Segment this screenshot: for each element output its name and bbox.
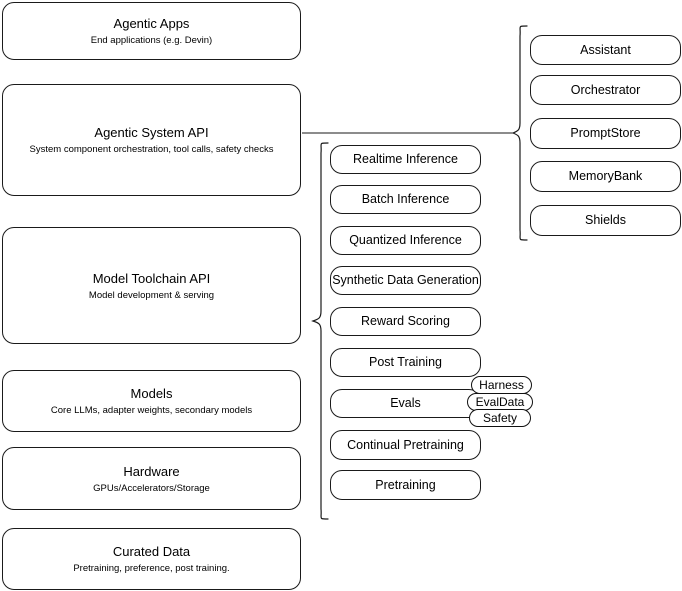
toolchain-box-pretraining[interactable]: Pretraining xyxy=(330,470,481,500)
component-label: Assistant xyxy=(580,42,631,57)
layer-title: Agentic System API xyxy=(94,125,209,140)
toolchain-box-batch-inference[interactable]: Batch Inference xyxy=(330,185,481,214)
component-box-assistant[interactable]: Assistant xyxy=(530,35,681,65)
connector-agentic-system-to-components xyxy=(300,125,516,143)
layer-subtitle: System component orchestration, tool cal… xyxy=(29,144,274,155)
layer-box-curated-data[interactable]: Curated Data Pretraining, preference, po… xyxy=(2,528,301,590)
layer-title: Model Toolchain API xyxy=(92,270,211,286)
toolchain-label: Synthetic Data Generation xyxy=(332,273,479,287)
layer-subtitle: GPUs/Accelerators/Storage xyxy=(93,482,210,494)
layer-box-models[interactable]: Models Core LLMs, adapter weights, secon… xyxy=(2,370,301,432)
toolchain-label: Continual Pretraining xyxy=(347,437,464,452)
component-label: Orchestrator xyxy=(570,82,641,97)
toolchain-box-realtime-inference[interactable]: Realtime Inference xyxy=(330,145,481,174)
layer-box-agentic-system-api[interactable]: Agentic System API System component orch… xyxy=(2,84,301,196)
component-label: Shields xyxy=(585,213,626,227)
toolchain-box-reward-scoring[interactable]: Reward Scoring xyxy=(330,307,481,336)
badge-label: Safety xyxy=(482,411,518,425)
layer-title: Agentic Apps xyxy=(113,16,190,31)
toolchain-label: Pretraining xyxy=(375,477,436,492)
toolchain-label: Batch Inference xyxy=(361,192,450,206)
layer-box-agentic-apps[interactable]: Agentic Apps End applications (e.g. Devi… xyxy=(2,2,301,60)
toolchain-label: Realtime Inference xyxy=(353,152,458,166)
bracket-agentic-components xyxy=(511,24,529,242)
component-label: MemoryBank xyxy=(568,169,643,183)
toolchain-label: Post Training xyxy=(369,355,442,369)
toolchain-box-quantized-inference[interactable]: Quantized Inference xyxy=(330,226,481,255)
layer-box-hardware[interactable]: Hardware GPUs/Accelerators/Storage xyxy=(2,447,301,510)
layer-box-model-toolchain-api[interactable]: Model Toolchain API Model development & … xyxy=(2,227,301,344)
component-box-shields[interactable]: Shields xyxy=(530,205,681,236)
component-box-promptstore[interactable]: PromptStore xyxy=(530,118,681,149)
toolchain-box-synthetic-data-generation[interactable]: Synthetic Data Generation xyxy=(330,266,481,295)
component-box-memorybank[interactable]: MemoryBank xyxy=(530,161,681,192)
evals-badge-harness[interactable]: Harness xyxy=(471,376,532,394)
evals-badge-safety[interactable]: Safety xyxy=(469,409,531,427)
layer-subtitle: End applications (e.g. Devin) xyxy=(90,35,213,46)
toolchain-label: Quantized Inference xyxy=(349,233,462,247)
toolchain-box-post-training[interactable]: Post Training xyxy=(330,348,481,377)
toolchain-box-continual-pretraining[interactable]: Continual Pretraining xyxy=(330,430,481,460)
toolchain-box-evals[interactable]: Evals xyxy=(330,389,481,418)
layer-title: Curated Data xyxy=(112,544,191,559)
layer-title: Models xyxy=(130,386,173,401)
toolchain-label: Reward Scoring xyxy=(361,314,450,328)
component-box-orchestrator[interactable]: Orchestrator xyxy=(530,75,681,105)
layer-subtitle: Pretraining, preference, post training. xyxy=(73,563,230,574)
layer-title: Hardware xyxy=(123,463,180,479)
badge-label: EvalData xyxy=(475,395,525,409)
layer-subtitle: Model development & serving xyxy=(88,289,215,301)
badge-label: Harness xyxy=(479,378,524,392)
toolchain-label: Evals xyxy=(390,396,421,410)
component-label: PromptStore xyxy=(570,126,641,140)
layer-subtitle: Core LLMs, adapter weights, secondary mo… xyxy=(50,405,253,416)
bracket-toolchain-components xyxy=(310,141,330,521)
